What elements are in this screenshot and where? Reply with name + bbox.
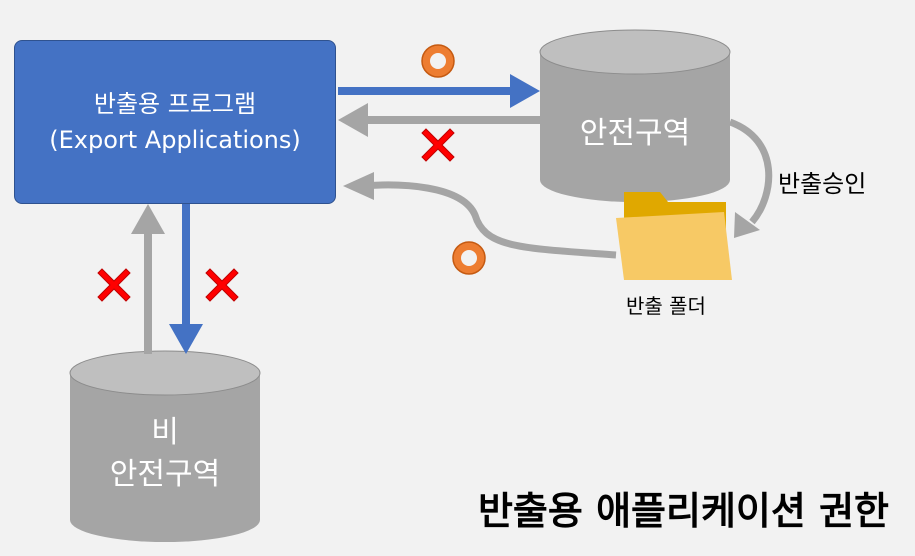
diagram-title: 반출용 애플리케이션 권한: [477, 489, 889, 533]
allowed-circle-icon: [452, 241, 486, 275]
denied-x-icon: [97, 268, 131, 302]
safe-zone-cylinder: [539, 29, 731, 202]
program-name: 반출용 프로그램: [93, 90, 257, 118]
export-program-box: 반출용 프로그램 (Export Applications): [14, 40, 336, 204]
arrowhead-program-to-unsafe: [169, 324, 203, 354]
arrowhead-folder-to-program: [343, 172, 374, 200]
export-folder-label: 반출 폴더: [626, 294, 706, 318]
safe-zone-label-wrap: 안전구역: [540, 106, 730, 162]
export-approval-label: 반출승인: [778, 170, 867, 198]
safe-zone-label: 안전구역: [579, 116, 691, 151]
arrowhead-safe-to-program: [338, 103, 368, 137]
denied-x-icon: [421, 128, 455, 162]
unsafe-zone-cylinder: [69, 350, 261, 542]
program-subtitle: (Export Applications): [49, 126, 301, 154]
folder-icon: [616, 192, 732, 280]
arrowhead-program-to-safe: [510, 74, 540, 108]
unsafe-zone-label-wrap: 비 안전구역: [70, 410, 260, 498]
denied-x-icon: [205, 268, 239, 302]
unsafe-zone-label-line2: 안전구역: [109, 457, 221, 492]
allowed-circle-icon: [421, 44, 455, 78]
unsafe-zone-label-line1: 비: [151, 415, 179, 450]
arrow-approval-curve: [728, 118, 773, 225]
arrow-folder-to-program: [361, 181, 617, 259]
arrowhead-approval-curve: [734, 212, 760, 238]
arrowhead-unsafe-to-program: [131, 204, 165, 234]
